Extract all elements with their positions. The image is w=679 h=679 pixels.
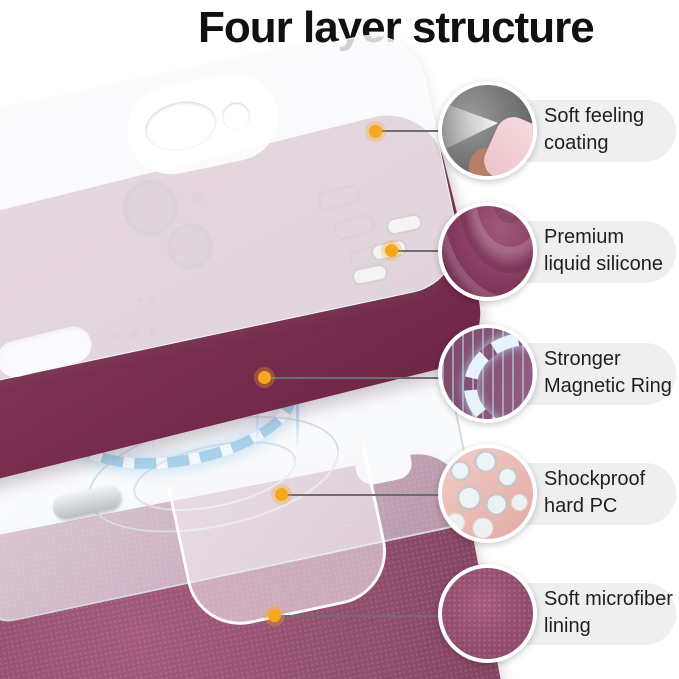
callout-label-line1: Soft feeling: [544, 105, 645, 127]
magnetic-ring-photo: [442, 328, 533, 419]
callout-dot-silicone: [385, 244, 398, 257]
callout-dot-magnetic-ring: [258, 371, 271, 384]
page-title: Four layer structure: [198, 3, 595, 52]
microfiber-photo: [442, 568, 533, 659]
callout-label-line1: Soft microfiber: [544, 588, 673, 610]
callout-label-line2: lining: [544, 615, 591, 637]
callout-line-silicone: [392, 250, 448, 252]
callout-stronger-magnetic-ring: Stronger Magnetic Ring: [438, 324, 679, 424]
callout-shockproof-hard-pc: Shockproof hard PC: [438, 444, 679, 544]
side-button-bump: [384, 212, 424, 237]
callout-soft-feeling-coating: Soft feeling coating: [438, 81, 679, 181]
callout-soft-microfiber-lining: Soft microfiber lining: [438, 564, 679, 664]
callout-line-magnetic-ring: [264, 377, 448, 379]
callout-label: Soft feeling coating: [544, 103, 679, 157]
callout-label-line1: Stronger: [544, 348, 621, 370]
camera-plateau: [119, 64, 287, 183]
callout-line-microfiber: [274, 615, 448, 617]
callout-label-line2: hard PC: [544, 495, 618, 517]
magnet-arc-icon: [463, 331, 533, 419]
callout-dot-microfiber: [268, 609, 281, 622]
callout-thumb-circle: [438, 81, 537, 180]
callout-line-hard-pc: [281, 494, 448, 496]
callout-label-line2: coating: [544, 132, 609, 154]
callout-label: Shockproof hard PC: [544, 466, 679, 520]
callout-thumb-circle: [438, 444, 537, 543]
callout-label: Soft microfiber lining: [544, 586, 679, 640]
callout-thumb-circle: [438, 202, 537, 301]
callout-premium-liquid-silicone: Premium liquid silicone: [438, 202, 679, 302]
callout-dot-coating: [369, 125, 382, 138]
side-button-bump: [350, 262, 390, 287]
callout-line-coating: [375, 130, 447, 132]
callout-dot-hard-pc: [275, 488, 288, 501]
callout-label: Premium liquid silicone: [544, 224, 679, 278]
callout-thumb-circle: [438, 564, 537, 663]
callout-label-line1: Shockproof: [544, 468, 646, 490]
callout-label-line1: Premium: [544, 226, 625, 248]
camera-opening: [219, 99, 253, 134]
spray-coating-photo: [442, 85, 533, 176]
callout-thumb-circle: [438, 324, 537, 423]
liquid-silicone-photo: [442, 206, 533, 297]
callout-label-line2: Magnetic Ring: [544, 375, 672, 397]
camera-opening: [140, 95, 222, 158]
magnet-glow-streak: [296, 372, 299, 452]
callout-label: Stronger Magnetic Ring: [544, 346, 679, 400]
callout-label-line2: liquid silicone: [544, 253, 663, 275]
pc-beads-photo: [442, 448, 533, 539]
